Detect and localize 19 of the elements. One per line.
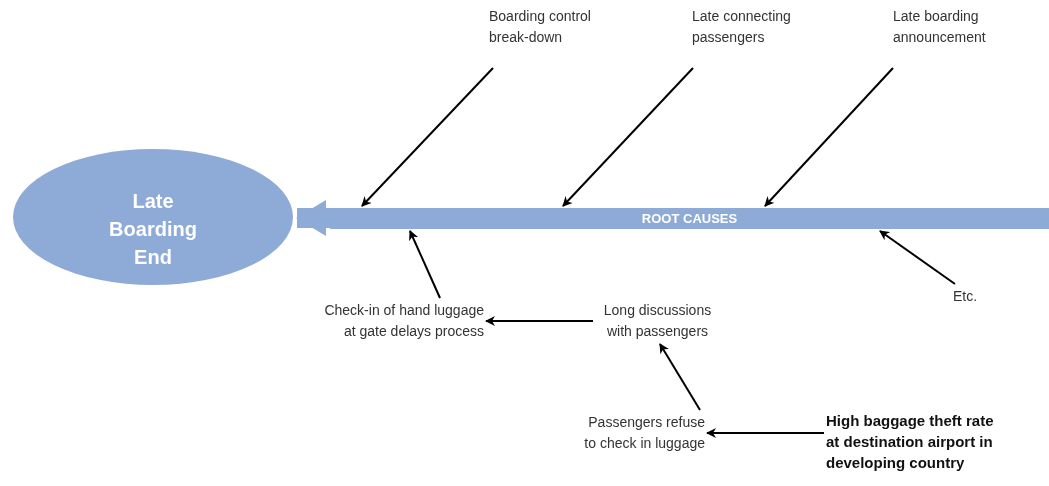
arrow — [879, 230, 956, 285]
arrow — [296, 200, 330, 236]
arrow — [485, 316, 594, 326]
cause-text: Check-in of hand luggage at gate delays process — [316, 300, 484, 342]
root-cause-text: High baggage theft rate at destination airport in developing country — [826, 410, 994, 474]
cause-text: Late boarding announcement — [893, 6, 1018, 48]
arrow — [659, 343, 701, 411]
arrow — [409, 230, 441, 299]
arrow — [764, 67, 894, 207]
cause-text: Etc. — [953, 286, 987, 308]
cause-text: Late connecting passengers — [692, 6, 817, 48]
arrow — [361, 67, 494, 207]
cause-text: Long discussions with passengers — [595, 300, 720, 342]
arrow — [562, 67, 694, 207]
arrow — [706, 428, 825, 438]
cause-text: Passengers refuse to check in luggage — [580, 412, 705, 454]
spine-band: ROOT CAUSES — [330, 208, 1049, 229]
effect-ellipse: Late Boarding End — [13, 149, 293, 285]
cause-text: Boarding control break-down — [489, 6, 619, 48]
